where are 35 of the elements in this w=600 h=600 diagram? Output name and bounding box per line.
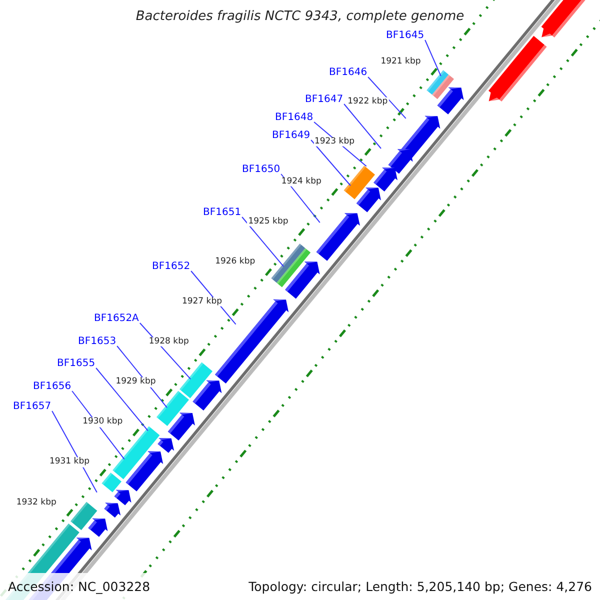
gene-label: BF1647 [305, 94, 344, 105]
scale-label: 1927 kbp [180, 297, 223, 307]
scale-label: 1923 kbp [313, 137, 356, 146]
gene-label: BF1650 [242, 164, 280, 175]
leader-line [424, 40, 442, 77]
gene-label: BF1656 [33, 381, 72, 392]
leader-line [52, 410, 98, 493]
gene-label: BF1657 [13, 401, 52, 412]
scale-label: 1929 kbp [114, 378, 157, 387]
scale-label: 1925 kbp [247, 217, 290, 227]
leader-line [242, 216, 284, 267]
gene-label: BF1651 [203, 207, 242, 218]
leader-line [96, 368, 148, 432]
gene-label: BF1648 [275, 112, 314, 123]
scale-label: 1926 kbp [214, 257, 256, 267]
gene-label: BF1655 [57, 358, 96, 369]
gene-label: BF1653 [78, 336, 116, 347]
gene-label: BF1652A [94, 313, 139, 324]
title: Bacteroides fragilis NCTC 9343, complete genome [134, 10, 466, 24]
leader-line [190, 270, 236, 325]
leader-line [72, 390, 125, 460]
gene-label: BF1646 [329, 67, 368, 78]
scale-label: 1921 kbp [380, 56, 422, 66]
gene-label: BF1645 [386, 30, 424, 41]
scale-label: 1924 kbp [280, 177, 322, 186]
gene-label: BF1652 [152, 261, 190, 272]
scale-label: 1922 kbp [346, 96, 389, 106]
leader-line [310, 140, 351, 186]
scale-label: 1928 kbp [148, 337, 190, 347]
scale-label: 1932 kbp [15, 498, 58, 508]
scale-label: 1931 kbp [48, 458, 90, 468]
scale-label: 1930 kbp [82, 418, 124, 427]
leader-line [344, 104, 382, 149]
leader-line [368, 76, 406, 119]
gene-label: BF1649 [272, 130, 310, 141]
